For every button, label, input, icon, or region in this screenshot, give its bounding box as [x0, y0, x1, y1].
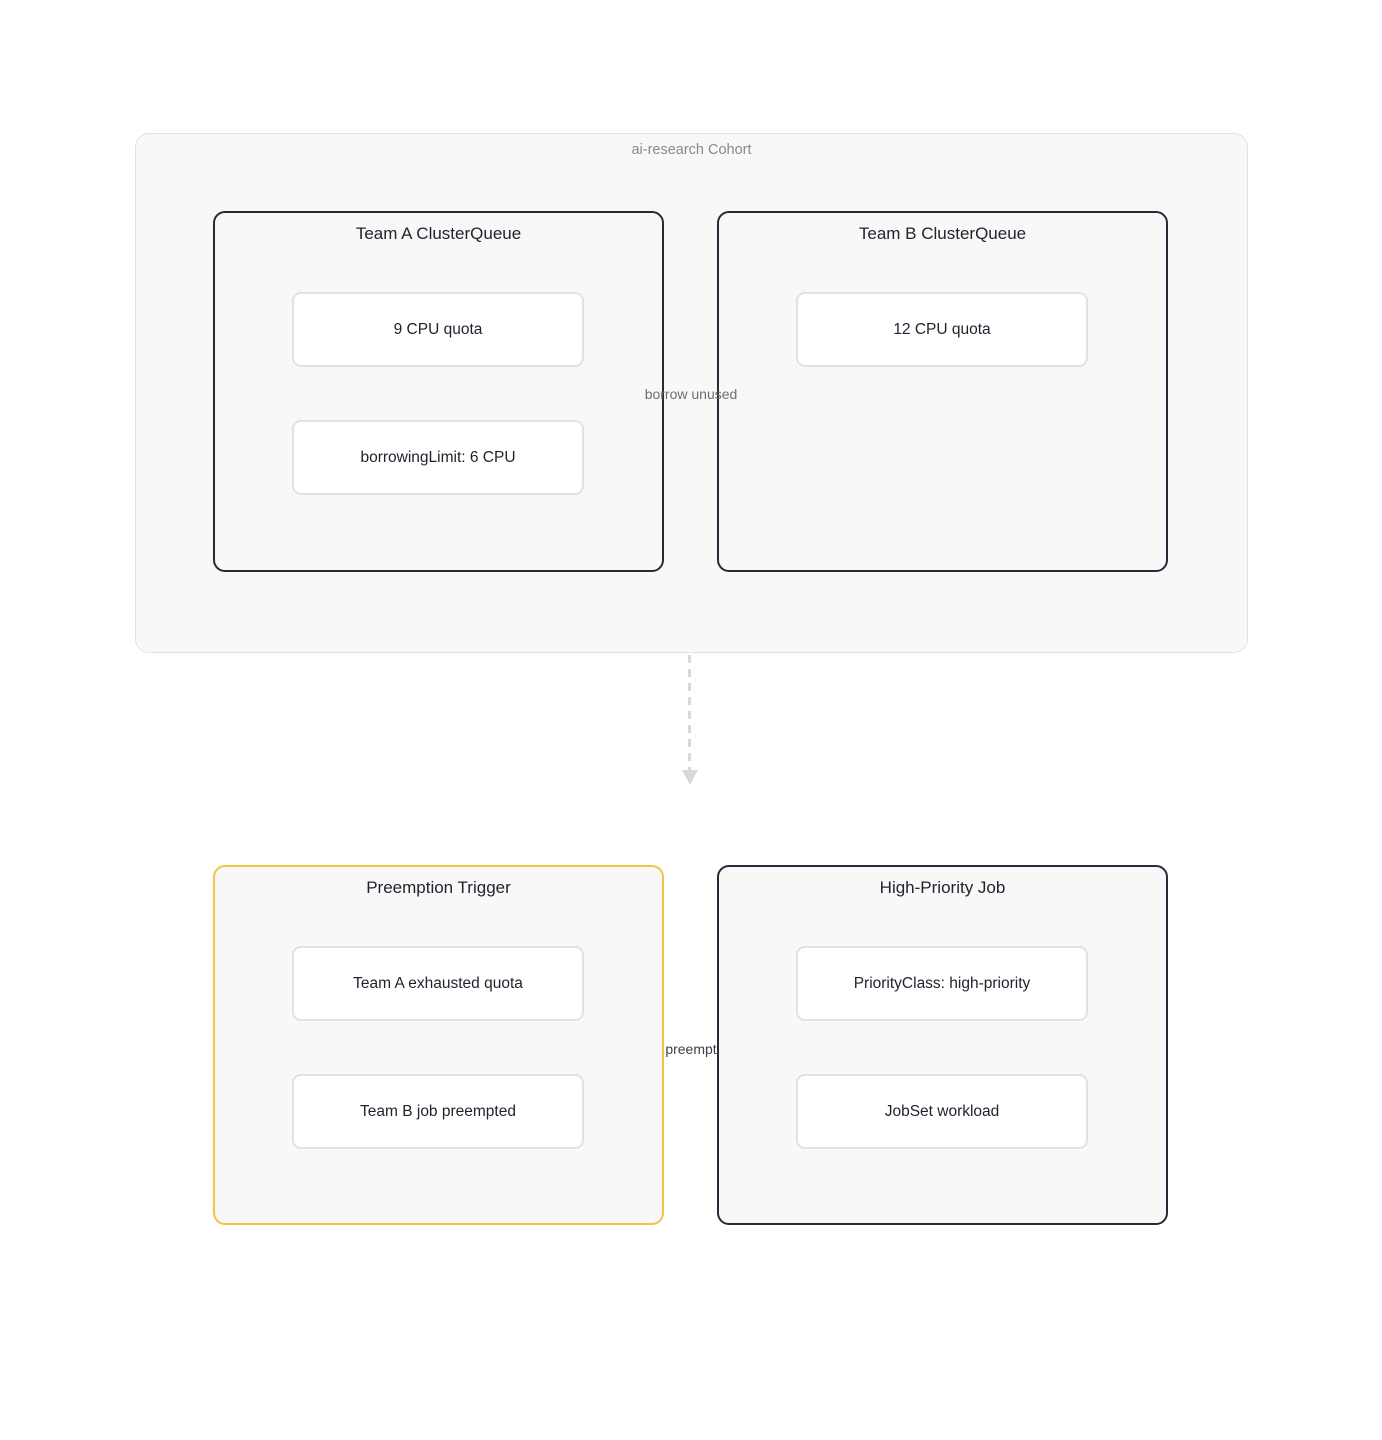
node-borrowing-limit: borrowingLimit: 6 CPU	[292, 420, 584, 495]
preemption-trigger-title: Preemption Trigger	[366, 878, 511, 897]
node-12-cpu-quota: 12 CPU quota	[796, 292, 1088, 367]
high-priority-job-box: High-Priority Job PriorityClass: high-pr…	[717, 865, 1168, 1225]
cohort-label: ai-research Cohort	[631, 142, 752, 158]
edge-label-preempt: preempt	[665, 1041, 717, 1057]
team-b-title: Team B ClusterQueue	[858, 224, 1027, 243]
preemption-trigger-box: Preemption Trigger Team A exhausted quot…	[213, 865, 664, 1225]
team-a-title: Team A ClusterQueue	[355, 224, 522, 243]
dashed-connector-line	[688, 655, 691, 771]
edge-label-borrow-unused: borrow unused	[644, 386, 738, 402]
node-priorityclass: PriorityClass: high-priority	[796, 946, 1088, 1021]
node-team-a-exhausted: Team A exhausted quota	[292, 946, 584, 1021]
arrow-down-icon	[681, 770, 698, 785]
high-priority-job-title: High-Priority Job	[879, 878, 1006, 897]
node-jobset-workload: JobSet workload	[796, 1074, 1088, 1149]
team-a-clusterqueue: Team A ClusterQueue 9 CPU quota borrowin…	[213, 211, 664, 572]
team-b-clusterqueue: Team B ClusterQueue 12 CPU quota	[717, 211, 1168, 572]
node-9-cpu-quota: 9 CPU quota	[292, 292, 584, 367]
node-team-b-preempted: Team B job preempted	[292, 1074, 584, 1149]
